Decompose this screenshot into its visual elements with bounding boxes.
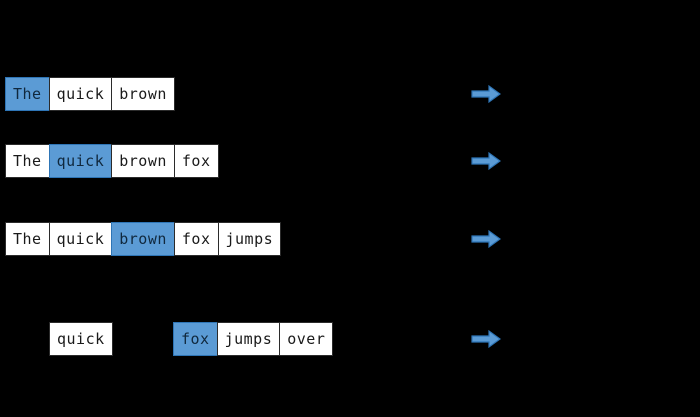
arrow-right-icon — [471, 151, 501, 171]
token-box-highlighted[interactable]: The — [5, 77, 50, 111]
token-box[interactable]: jumps — [217, 222, 282, 256]
arrow-right-icon — [471, 329, 501, 349]
token-box-highlighted[interactable]: brown — [111, 222, 175, 256]
token-box[interactable]: brown — [111, 77, 175, 111]
token-box[interactable]: fox — [173, 222, 219, 256]
token-box[interactable]: The — [5, 144, 50, 178]
token-box[interactable]: brown — [111, 144, 175, 178]
arrow-right-icon — [471, 229, 501, 249]
token-box[interactable]: over — [279, 322, 334, 356]
arrow-right-icon — [471, 84, 501, 104]
token-box-highlighted[interactable]: quick — [48, 144, 113, 178]
token-box[interactable]: The — [5, 222, 50, 256]
token-box[interactable]: quick — [48, 77, 113, 111]
token-sequence-4-part-1: quick — [49, 322, 113, 356]
token-box[interactable]: quick — [48, 222, 113, 256]
token-box-highlighted[interactable]: fox — [173, 322, 218, 356]
token-box[interactable]: jumps — [216, 322, 281, 356]
token-box[interactable]: quick — [49, 322, 113, 356]
token-box[interactable]: fox — [173, 144, 219, 178]
